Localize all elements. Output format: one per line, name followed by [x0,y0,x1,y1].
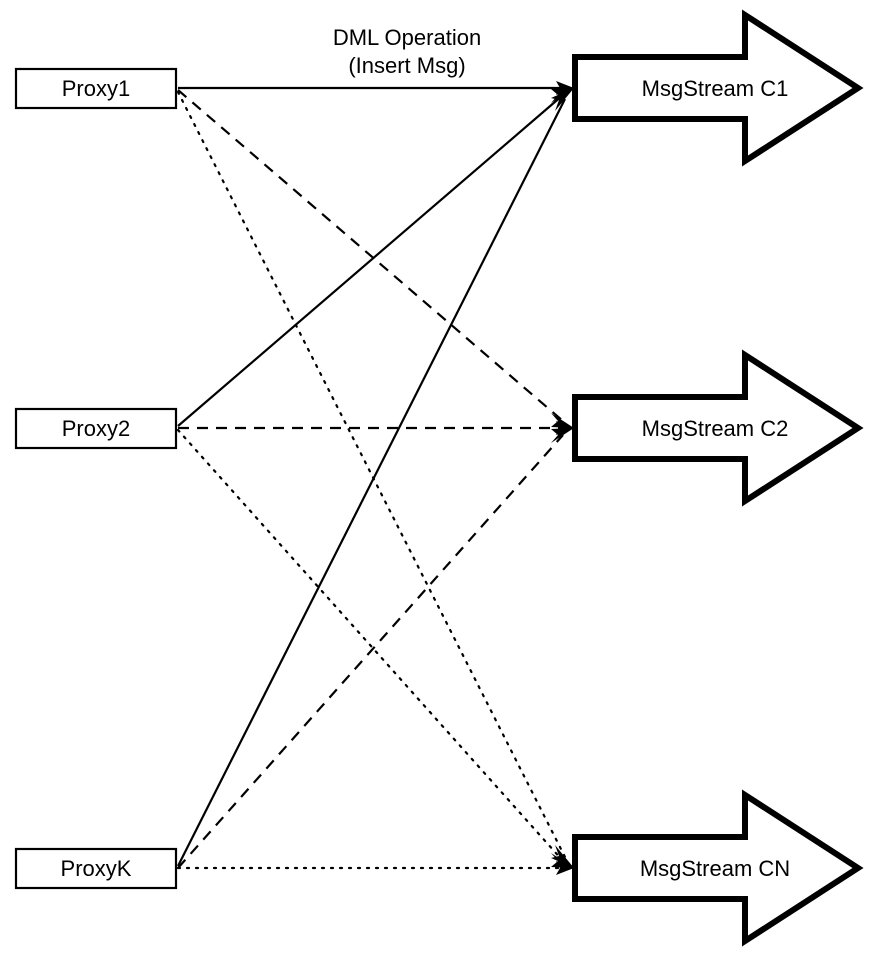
arrowhead-icon [551,845,574,868]
edge-label-dml: DML Operation (Insert Msg) [333,25,481,78]
edge-proxyk-cn[interactable] [176,861,574,875]
proxy-node-proxy1[interactable]: Proxy1 [14,67,178,110]
arrowhead-icon [556,861,574,875]
block-arrow-icon [572,9,864,167]
arrowhead-icon [551,88,574,111]
proxy-box [14,407,178,450]
msgstream-node-c2[interactable]: MsgStream C2 [572,349,864,507]
proxy-label: ProxyK [61,856,132,881]
edge-layer [176,81,574,875]
edge-proxy2-c1[interactable] [177,88,574,427]
msgstream-label: MsgStream C2 [642,416,789,441]
arrowhead-icon [551,428,574,443]
edge-label-line1: DML Operation [333,25,481,50]
msgstream-label: MsgStream CN [640,856,790,881]
edge-proxy1-c1[interactable] [178,81,574,95]
edge-proxyk-c1[interactable] [177,88,574,867]
msgstream-node-cn[interactable]: MsgStream CN [572,789,864,947]
edge-line [177,94,564,427]
msgstream-node-c1[interactable]: MsgStream C1 [572,9,864,167]
edge-line [177,434,564,869]
proxy-label: Proxy2 [62,416,130,441]
block-arrow-icon [572,349,864,507]
edge-line [177,89,564,422]
edge-label-line2: (Insert Msg) [348,53,465,78]
proxy-node-proxyk[interactable]: ProxyK [14,847,178,890]
edge-proxy2-c2[interactable] [178,421,574,435]
proxy-box [14,847,178,890]
edge-line [176,90,567,859]
proxy-node-proxy2[interactable]: Proxy2 [14,407,178,450]
edge-line [177,98,566,867]
arrowhead-icon [551,853,574,868]
arrowhead-icon [551,413,574,428]
msgstream-label: MsgStream C1 [642,76,789,101]
edge-proxyk-c2[interactable] [177,428,574,869]
edge-proxy2-cn[interactable] [176,428,574,868]
proxy-label: Proxy1 [62,76,130,101]
edge-proxy1-cn[interactable] [176,90,574,868]
block-arrow-icon [572,789,864,947]
edge-proxy1-c2[interactable] [177,89,574,428]
proxy-box [14,67,178,110]
edge-line [176,428,565,863]
